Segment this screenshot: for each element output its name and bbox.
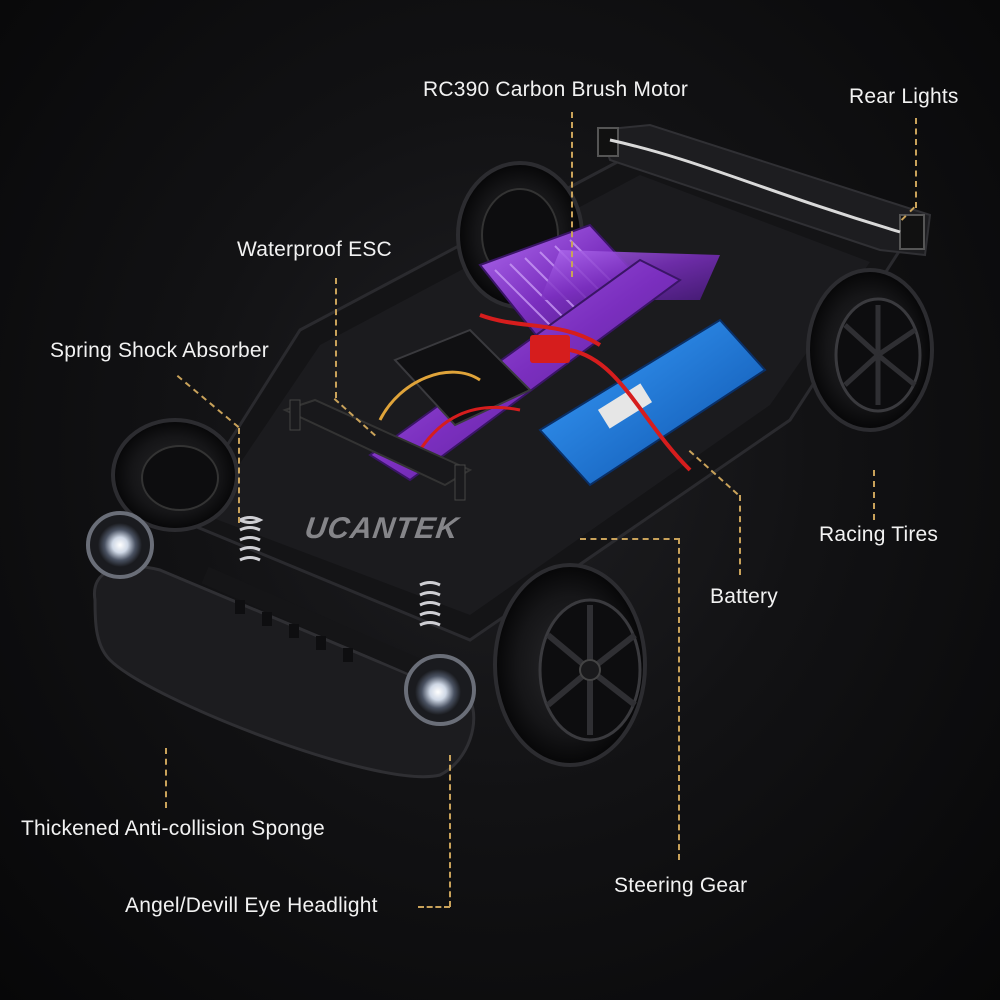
leader-shock-drop bbox=[238, 428, 240, 523]
front-shock-right bbox=[419, 581, 441, 627]
front-left-tire bbox=[111, 418, 239, 532]
battery-pack bbox=[538, 318, 767, 487]
leader-headlight-h bbox=[418, 906, 450, 908]
leader-steering-h bbox=[580, 538, 680, 540]
leader-tires bbox=[873, 470, 875, 520]
label-shock: Spring Shock Absorber bbox=[50, 339, 269, 362]
center-driveshaft bbox=[368, 258, 682, 482]
leader-headlight bbox=[449, 755, 451, 907]
label-steering: Steering Gear bbox=[614, 874, 748, 897]
label-motor: RC390 Carbon Brush Motor bbox=[423, 78, 689, 101]
label-rear-lights: Rear Lights bbox=[849, 85, 959, 108]
label-battery: Battery bbox=[710, 585, 778, 608]
front-shock-left bbox=[239, 516, 264, 562]
leader-motor bbox=[571, 112, 573, 277]
front-right-tire bbox=[493, 563, 647, 767]
leader-rear-lights bbox=[915, 118, 917, 208]
label-headlight: Angel/Devill Eye Headlight bbox=[125, 894, 378, 917]
label-esc: Waterproof ESC bbox=[237, 238, 392, 261]
headlight-left bbox=[86, 511, 154, 579]
wiring bbox=[378, 313, 692, 472]
front-shock-tower bbox=[282, 398, 473, 501]
brand-watermark: UCANTEK bbox=[302, 512, 462, 545]
esc-box bbox=[393, 328, 532, 427]
headlight-right bbox=[404, 654, 476, 726]
leader-steering bbox=[678, 538, 680, 860]
rear-light-bar bbox=[597, 123, 932, 257]
rear-right-tire bbox=[806, 268, 934, 432]
leader-battery bbox=[739, 495, 741, 575]
leader-esc bbox=[335, 278, 337, 398]
leader-sponge bbox=[165, 748, 167, 808]
label-sponge: Thickened Anti-collision Sponge bbox=[21, 817, 325, 840]
label-tires: Racing Tires bbox=[819, 523, 939, 546]
